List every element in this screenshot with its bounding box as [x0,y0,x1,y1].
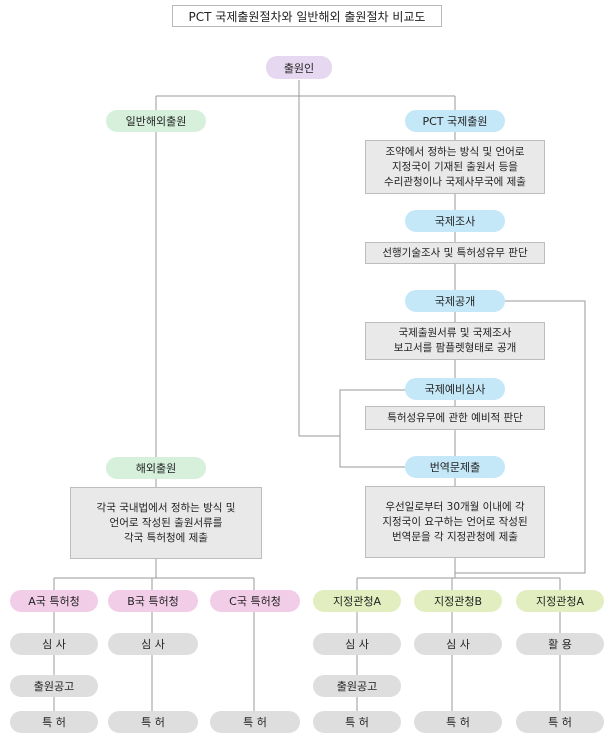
designated-a-exam: 심 사 [313,633,401,655]
intl-publication-desc: 국제출원서류 및 국제조사 보고서를 팜플렛형태로 공개 [365,322,545,360]
office-b-patent: 특 허 [108,711,198,733]
designated-a2-use: 활 용 [516,633,604,655]
designated-a-publication: 출원공고 [313,675,401,697]
office-b-node: B국 특허청 [108,590,198,612]
office-a-exam: 심 사 [10,633,98,655]
office-c-node: C국 특허청 [210,590,300,612]
intl-prelim-exam-desc: 특허성유무에 관한 예비적 판단 [365,406,545,430]
pct-filing-desc: 조약에서 정하는 방식 및 언어로 지정국이 기재된 출원서 등을 수리관청이나… [365,140,545,194]
intl-prelim-exam-node: 국제예비심사 [405,378,505,400]
applicant-node: 출원인 [266,56,332,79]
designated-office-b-node: 지정관청B [414,590,502,612]
overseas-filing-node: 해외출원 [106,457,206,479]
office-c-patent: 특 허 [210,711,300,733]
designated-a-patent: 특 허 [313,711,401,733]
designated-office-a-node: 지정관청A [313,590,401,612]
designated-a2-patent: 특 허 [516,711,604,733]
office-a-patent: 특 허 [10,711,98,733]
general-overseas-node: 일반해외출원 [106,110,206,132]
pct-filing-node: PCT 국제출원 [405,110,505,132]
office-a-node: A국 특허청 [10,590,98,612]
intl-search-node: 국제조사 [405,210,505,232]
designated-b-patent: 특 허 [414,711,502,733]
intl-publication-node: 국제공개 [405,290,505,312]
designated-b-exam: 심 사 [414,633,502,655]
intl-search-desc: 선행기술조사 및 특허성유무 판단 [365,242,545,264]
office-b-exam: 심 사 [108,633,198,655]
translation-submit-desc: 우선일로부터 30개월 이내에 각 지정국이 요구하는 언어로 작성된 번역문을… [365,486,545,558]
diagram-title: PCT 국제출원절차와 일반해외 출원절차 비교도 [172,5,442,27]
office-a-publication: 출원공고 [10,675,98,697]
translation-submit-node: 번역문제출 [405,456,505,478]
overseas-filing-desc: 각국 국내법에서 정하는 방식 및 언어로 작성된 출원서류를 각국 특허청에 … [70,487,262,559]
designated-office-a2-node: 지정관청A [516,590,604,612]
